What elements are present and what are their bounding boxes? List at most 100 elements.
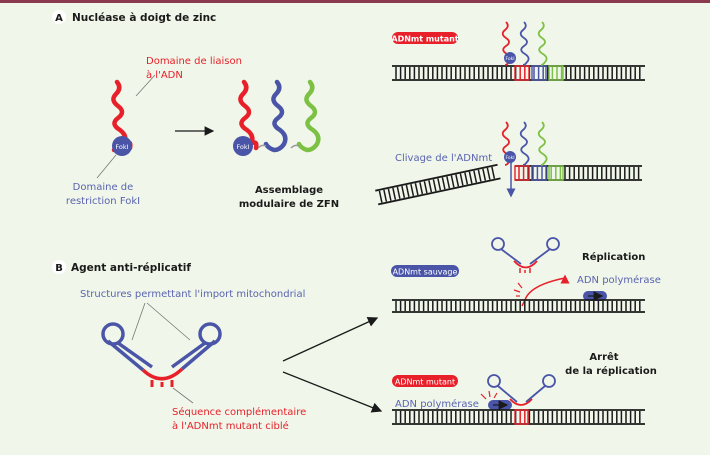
base-pair bbox=[414, 183, 419, 196]
replication-label: Réplication bbox=[582, 251, 645, 263]
cleavage-label: Clivage de l'ADNmt bbox=[395, 153, 492, 164]
badge-adnmt-mutant-a-text: ADNmt mutant bbox=[391, 35, 458, 44]
base-pair bbox=[473, 170, 478, 183]
base-pair bbox=[410, 183, 415, 197]
dna-double-strand-a1 bbox=[392, 65, 645, 81]
binding-site bbox=[514, 65, 530, 81]
base-pair bbox=[432, 179, 437, 192]
foki-domain-assembly bbox=[233, 136, 253, 156]
zfn-bound-bottom: FokI bbox=[501, 121, 548, 198]
base-pair bbox=[482, 168, 487, 181]
panel-a-letter: A bbox=[55, 13, 63, 24]
burst-mutant bbox=[480, 390, 498, 400]
label-import-structures: Structures permettant l'import mitochond… bbox=[80, 289, 305, 300]
label-binding-domain-line1: Domaine de liaison bbox=[146, 56, 242, 67]
binding-site bbox=[548, 165, 564, 181]
assembly-label-line1: Assemblage bbox=[255, 185, 323, 196]
assembly-label-line2: modulaire de ZFN bbox=[239, 199, 339, 210]
base-pair bbox=[464, 172, 469, 185]
single-zinc-finger: FokI bbox=[96, 74, 156, 179]
base-pair bbox=[441, 177, 446, 190]
polymerase-label-bottom: ADN polymérase bbox=[395, 398, 479, 410]
foki-label-bound-bottom: FokI bbox=[505, 155, 514, 161]
arrest-label-line2: de la réplication bbox=[565, 365, 657, 377]
panel-a: A Nucléase à doigt de zinc FokI Domaine … bbox=[52, 10, 645, 210]
arrow-to-wild bbox=[282, 317, 379, 362]
panel-b-title: Agent anti-réplicatif bbox=[71, 262, 191, 274]
label-binding-domain-line2: à l'ADN bbox=[146, 69, 183, 81]
finger-green bbox=[296, 79, 321, 153]
base-pair bbox=[446, 176, 451, 189]
badge-adnmt-mutant-b-text: ADNmt mutant bbox=[395, 378, 455, 387]
base-pair bbox=[405, 184, 410, 197]
base-pair bbox=[491, 166, 496, 179]
linker-2 bbox=[290, 144, 300, 149]
leader-complementary bbox=[172, 387, 194, 404]
agent-unbound-wild bbox=[491, 237, 560, 273]
base-pair bbox=[468, 171, 473, 184]
modular-zfn-assembly: FokI bbox=[233, 79, 321, 156]
panel-a-letter-badge bbox=[52, 10, 66, 24]
base-pair bbox=[477, 169, 482, 182]
base-pair bbox=[419, 182, 424, 195]
base-pair bbox=[401, 185, 406, 198]
finger-blue bbox=[263, 79, 288, 153]
zfn-bound-top: FokI bbox=[501, 21, 548, 66]
label-complementary-line2: à l'ADNmt mutant ciblé bbox=[172, 420, 289, 432]
dna-double-strand-wild bbox=[392, 299, 645, 313]
burst-wild bbox=[513, 282, 523, 297]
base-pair bbox=[396, 186, 401, 199]
badge-adnmt-mutant-a bbox=[392, 32, 458, 44]
arrest-label-line1: Arrêt bbox=[589, 351, 618, 363]
leader-import-right bbox=[146, 302, 191, 341]
dna-bottom-strand bbox=[378, 177, 501, 206]
mutant-target-site bbox=[514, 409, 529, 425]
base-pair bbox=[455, 174, 460, 187]
base-pair bbox=[387, 188, 392, 201]
leader-line-binding bbox=[135, 74, 156, 97]
foki-label-bound-top: FokI bbox=[505, 56, 514, 62]
arrow-to-mutant bbox=[282, 371, 383, 413]
complementary-sequence bbox=[141, 367, 184, 381]
base-pair bbox=[423, 181, 428, 194]
binding-site bbox=[514, 165, 530, 181]
top-border bbox=[0, 0, 710, 3]
dna-double-strand-mutant bbox=[392, 409, 645, 425]
base-pair bbox=[428, 180, 433, 193]
leader-import-left bbox=[131, 302, 146, 341]
base-pair bbox=[459, 173, 464, 186]
panel-a-title: Nucléase à doigt de zinc bbox=[72, 12, 216, 24]
panel-b-letter-badge bbox=[52, 260, 66, 274]
base-pair bbox=[378, 190, 383, 203]
foki-label-assembly: FokI bbox=[236, 143, 249, 151]
badge-adnmt-sauvage-text: ADNmt sauvage bbox=[393, 268, 458, 277]
linker-1 bbox=[257, 144, 267, 149]
dna-double-strand-a2 bbox=[514, 165, 642, 181]
base-pair bbox=[486, 167, 491, 180]
badge-adnmt-sauvage bbox=[391, 265, 459, 277]
dna-top-strand bbox=[375, 163, 498, 192]
label-restriction-line2: restriction FokI bbox=[66, 196, 140, 207]
panel-b: B Agent anti-réplicatif Structures perme… bbox=[52, 237, 661, 432]
foki-label: FokI bbox=[115, 143, 128, 151]
badge-adnmt-mutant-b bbox=[392, 375, 458, 387]
base-pair bbox=[450, 175, 455, 188]
foki-domain bbox=[112, 136, 132, 156]
binding-site bbox=[548, 65, 564, 81]
binding-site bbox=[531, 65, 547, 81]
polymerase-label-top: ADN polymérase bbox=[577, 274, 661, 286]
nascent-strand-red bbox=[524, 274, 570, 301]
base-pair bbox=[437, 178, 442, 191]
cleaved-dna-fragment bbox=[375, 163, 501, 206]
binding-site bbox=[531, 165, 547, 181]
label-complementary-line1: Séquence complémentaire bbox=[172, 406, 306, 418]
panel-b-letter: B bbox=[55, 263, 63, 274]
leader-line-restriction bbox=[96, 154, 117, 179]
anti-replicative-agent bbox=[101, 322, 222, 387]
base-pair bbox=[383, 189, 388, 202]
label-restriction-line1: Domaine de bbox=[73, 182, 134, 193]
base-pair bbox=[392, 187, 397, 200]
agent-bound-mutant bbox=[487, 374, 556, 406]
